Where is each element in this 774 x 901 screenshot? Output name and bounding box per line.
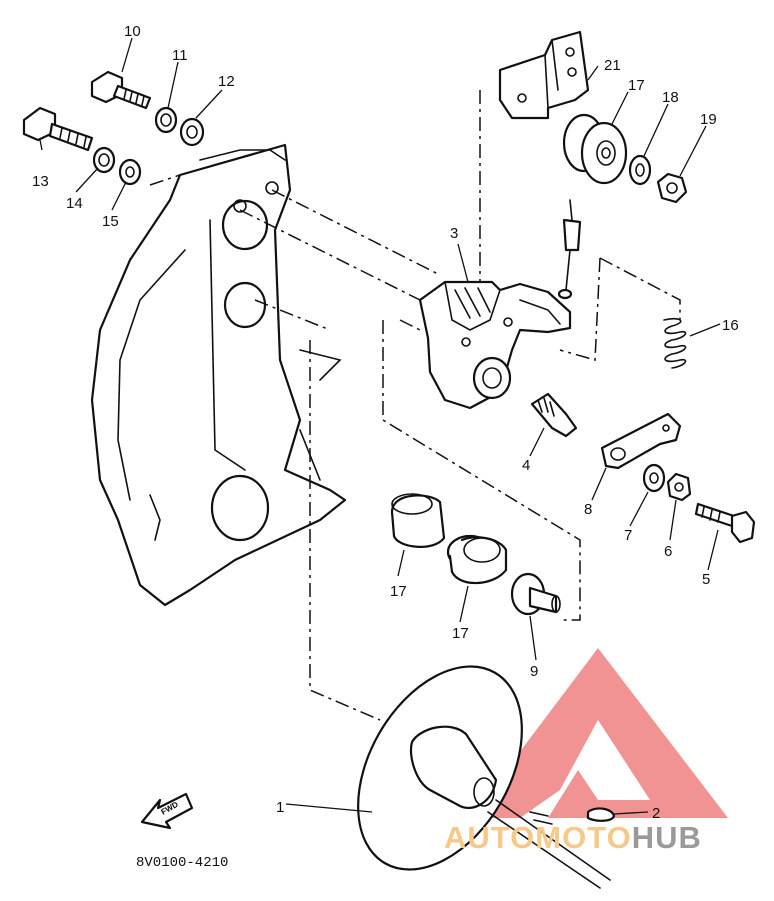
callout-19: 18	[662, 89, 679, 106]
part-9-cam	[510, 572, 561, 616]
watermark-wordmark: AUTOMOTOHUB	[444, 820, 702, 855]
part-11-washer	[154, 106, 178, 134]
callout-21: 21	[604, 57, 621, 74]
callout-14: 14	[66, 195, 83, 212]
callout-4: 4	[522, 457, 530, 474]
part-17-bushing-a	[390, 493, 446, 548]
watermark-logo	[470, 648, 728, 818]
watermark-triangle-icon	[470, 648, 728, 818]
part-10-bolt	[90, 70, 152, 110]
part-12-washer	[179, 117, 205, 147]
callout-11: 11	[172, 47, 188, 64]
callout-10: 10	[124, 23, 141, 40]
callout-8: 8	[584, 501, 592, 518]
callout-20: 19	[700, 111, 717, 128]
part-7-washer	[642, 463, 666, 493]
callout-17-b: 17	[452, 625, 469, 642]
part-21-bracket	[498, 30, 590, 120]
watermark-part2: MOTO	[535, 820, 631, 855]
callout-6: 6	[664, 543, 672, 560]
leader-lines	[39, 37, 721, 815]
callout-13: 13	[32, 173, 49, 190]
callout-5: 5	[702, 571, 710, 588]
callout-7: 7	[624, 527, 632, 544]
part-1-sheave	[357, 665, 611, 889]
callout-16: 16	[722, 317, 739, 334]
callout-labels: 10 11 12 13 14 15 21 17 18 19 3 16 4 8 7…	[32, 23, 739, 822]
diagram-code: 8V0100-4210	[136, 855, 228, 871]
part-2-key	[586, 807, 616, 822]
watermark-part1: AUTO	[444, 820, 535, 855]
part-5-bolt	[694, 502, 756, 544]
cable-end	[557, 199, 582, 300]
part-19-washer	[628, 154, 652, 186]
housing-plate	[90, 143, 347, 607]
callout-15: 15	[102, 213, 119, 230]
part-13-bolt	[22, 106, 94, 152]
part-3-lever-housing	[418, 280, 572, 410]
part-20-nut	[656, 172, 688, 204]
shaft-detail	[529, 811, 553, 825]
part-16-spring	[663, 317, 687, 369]
forward-arrow-icon: FWD	[140, 792, 194, 830]
callout-12: 12	[218, 73, 235, 90]
callout-1: 1	[276, 799, 284, 816]
part-18-pulley	[562, 113, 628, 185]
callout-17-a: 17	[390, 583, 407, 600]
part-15-washer	[118, 158, 142, 186]
callout-18: 17	[628, 77, 645, 94]
part-14-washer	[92, 146, 116, 174]
part-17-bushing-b	[446, 534, 508, 585]
part-6-nut	[666, 472, 692, 502]
part-4-adjuster	[530, 392, 578, 438]
callout-3: 3	[450, 225, 458, 242]
part-8-lever-plate	[600, 412, 682, 470]
callout-2: 2	[652, 805, 660, 822]
callout-9: 9	[530, 663, 538, 680]
watermark-part3: HUB	[632, 820, 702, 855]
